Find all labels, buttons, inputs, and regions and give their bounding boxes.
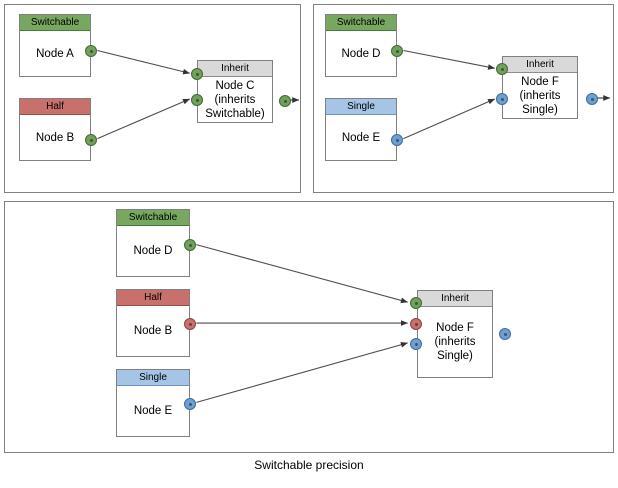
node-f-body: Node F (inherits Single) [519, 75, 561, 116]
node-node-e-bottom[interactable]: Single Node E [116, 369, 190, 437]
node-d-header: Switchable [326, 15, 396, 31]
port-node-f-in-1[interactable] [496, 63, 508, 75]
node-node-c[interactable]: Inherit Node C (inherits Switchable) [197, 60, 273, 123]
port-node-b-out[interactable] [85, 134, 97, 146]
node-node-f-bottom[interactable]: Inherit Node F (inherits Single) [417, 290, 493, 378]
node-node-b[interactable]: Half Node B [19, 98, 91, 161]
node-f-header: Inherit [503, 57, 577, 73]
node-d-body: Node D [341, 47, 381, 60]
port-node-e-out[interactable] [391, 134, 403, 146]
panel-bottom: Switchable Node D Half Node B Single Nod… [4, 201, 614, 453]
edge-node-e-to-node-f [403, 98, 496, 140]
node-f-bottom-header: Inherit [418, 291, 492, 307]
port-node-c-out[interactable] [279, 95, 291, 107]
edge-node-e-to-node-f-bottom [196, 341, 408, 403]
node-node-d-bottom[interactable]: Switchable Node D [116, 209, 190, 277]
edge-node-b-to-node-c [97, 98, 190, 140]
node-e-header: Single [326, 99, 396, 115]
node-node-a[interactable]: Switchable Node A [19, 14, 91, 77]
port-node-d-bottom-out[interactable] [184, 239, 196, 251]
node-f-bottom-body: Node F (inherits Single) [434, 322, 476, 362]
edge-node-a-to-node-c [97, 49, 190, 75]
port-node-c-in-1[interactable] [191, 68, 203, 80]
node-node-e[interactable]: Single Node E [325, 98, 397, 161]
port-node-f-in-2[interactable] [496, 93, 508, 105]
node-e-bottom-header: Single [117, 370, 189, 386]
node-b-header: Half [20, 99, 90, 115]
port-node-f-out[interactable] [586, 93, 598, 105]
edge-node-d-to-node-f [403, 49, 496, 70]
node-node-b-bottom[interactable]: Half Node B [116, 289, 190, 357]
edge-layer-bottom [196, 244, 408, 403]
node-d-bottom-body: Node D [133, 245, 173, 257]
port-node-d-out[interactable] [391, 45, 403, 57]
node-e-bottom-body: Node E [133, 405, 173, 417]
port-node-f-bottom-in-3[interactable] [410, 338, 422, 350]
port-node-f-bottom-in-1[interactable] [410, 297, 422, 309]
port-node-f-bottom-out[interactable] [499, 328, 511, 340]
node-d-bottom-header: Switchable [117, 210, 189, 226]
node-e-body: Node E [341, 131, 381, 144]
port-node-a-out[interactable] [85, 45, 97, 57]
diagram-caption: Switchable precision [254, 458, 364, 472]
edge-node-d-to-node-f-bottom [196, 244, 408, 304]
node-c-header: Inherit [198, 61, 272, 77]
node-a-body: Node A [36, 47, 74, 60]
node-a-header: Switchable [20, 15, 90, 31]
port-node-c-in-2[interactable] [191, 94, 203, 106]
port-node-b-bottom-out[interactable] [184, 318, 196, 330]
node-node-f[interactable]: Inherit Node F (inherits Single) [502, 56, 578, 119]
node-b-bottom-header: Half [117, 290, 189, 306]
node-b-body: Node B [35, 131, 75, 144]
node-c-body: Node C (inherits Switchable) [205, 79, 265, 120]
port-node-e-bottom-out[interactable] [184, 398, 196, 410]
panel-top-left: Switchable Node A Half Node B Inherit No… [4, 4, 301, 193]
panel-top-right: Switchable Node D Single Node E Inherit … [313, 4, 614, 193]
node-node-d[interactable]: Switchable Node D [325, 14, 397, 77]
node-b-bottom-body: Node B [133, 325, 173, 337]
port-node-f-bottom-in-2[interactable] [410, 318, 422, 330]
